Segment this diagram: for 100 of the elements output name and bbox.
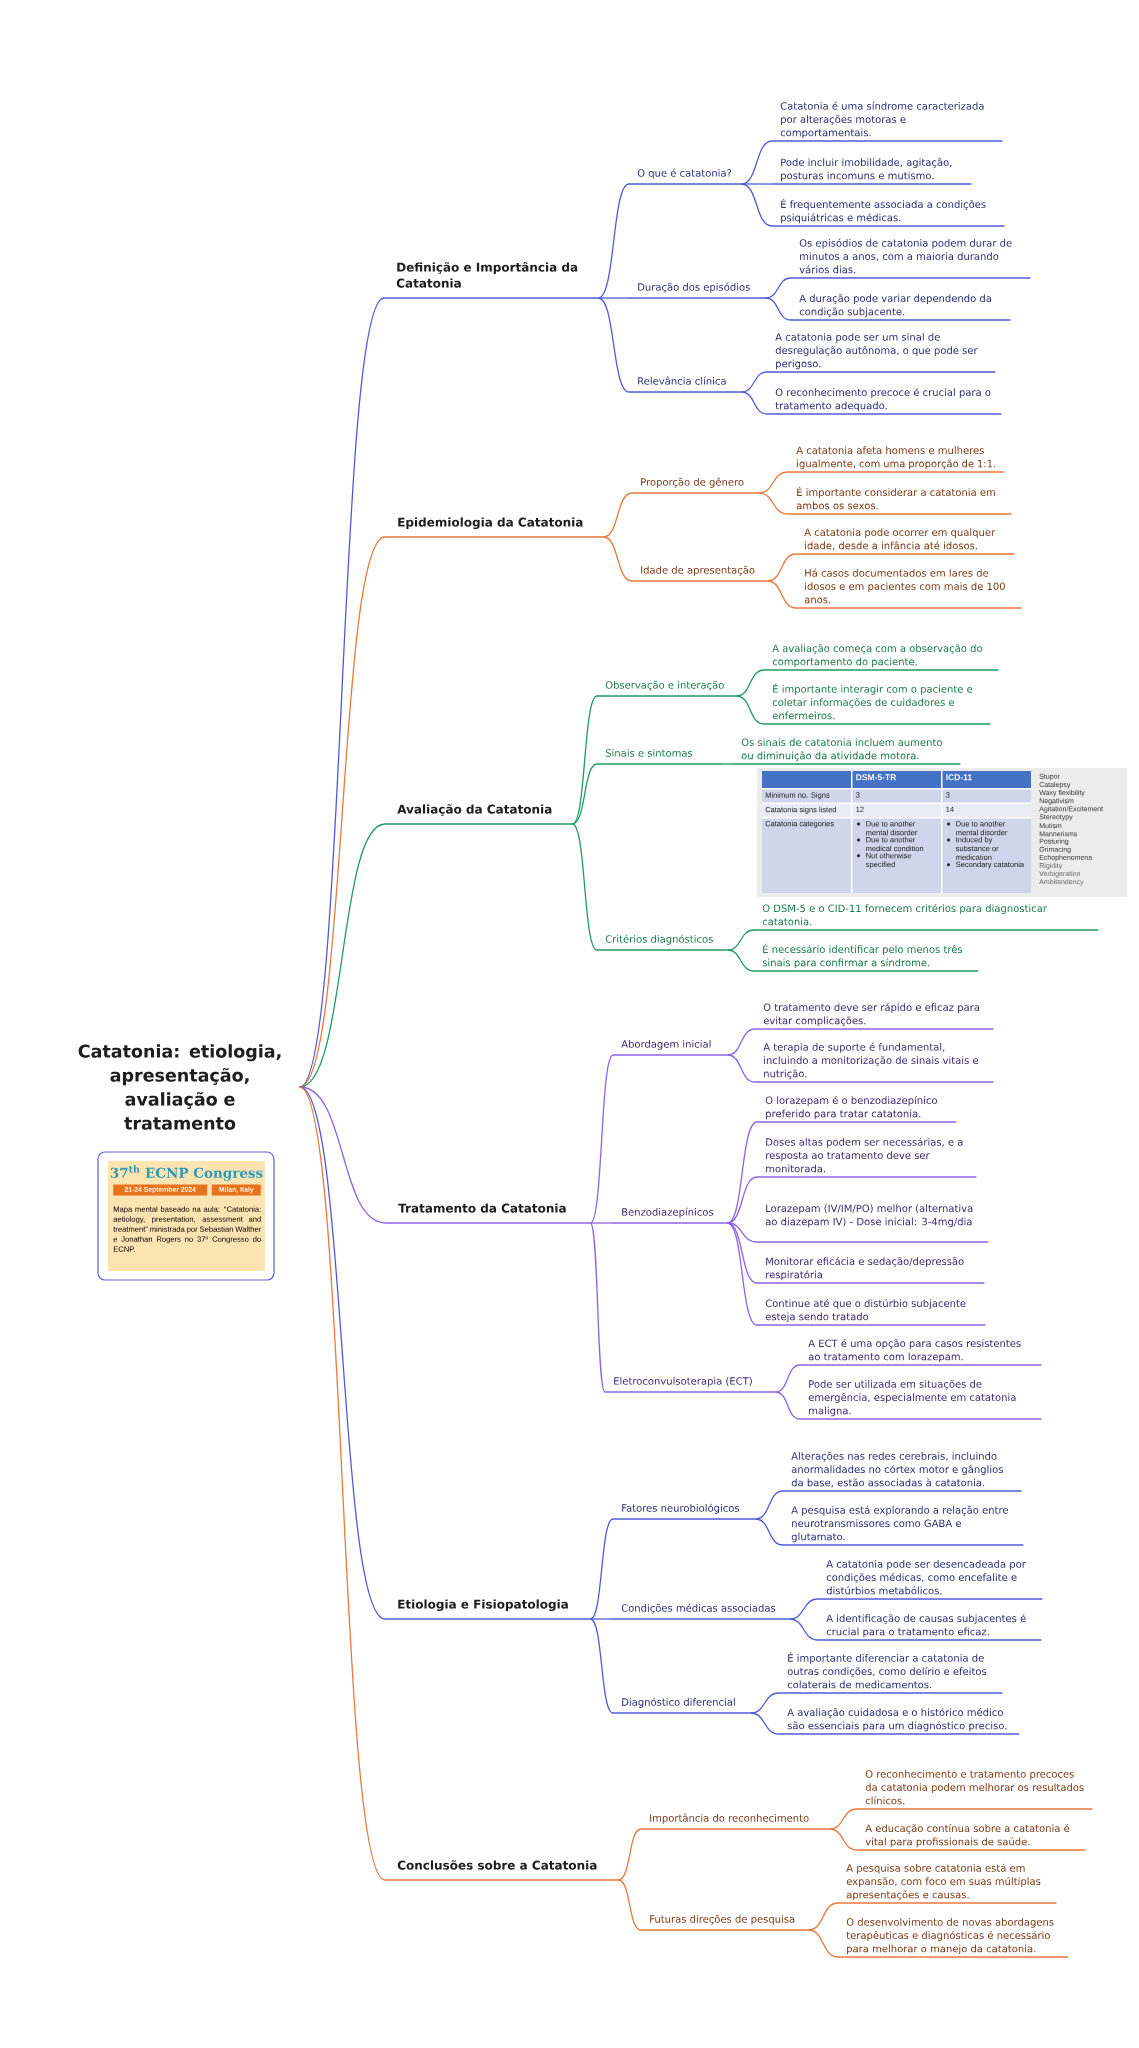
branch-line xyxy=(764,277,792,299)
branch-line xyxy=(754,1490,784,1520)
detail-topic: É importante diferenciar a catatonia de outras condições, como delírio e efeitos colaterais de medicamentos. xyxy=(778,1652,1004,1694)
subtopic: Diagnóstico diferencial xyxy=(612,1697,752,1714)
branch-line xyxy=(589,1222,606,1393)
branch-line xyxy=(740,183,773,185)
branch-line xyxy=(602,492,633,538)
subtopic: Relevância clínica xyxy=(628,376,743,393)
branch-line xyxy=(757,471,789,494)
table-header-cell: ICD-11 xyxy=(942,771,1031,788)
detail-topic: Pode ser utilizada em situações de emergência, especialmente em catatonia maligna. xyxy=(799,1379,1043,1420)
detail-topic: Pode incluir imobilidade, agitação, posturas incomuns e mutismo. xyxy=(771,158,973,185)
subtopic: Condições médicas associadas xyxy=(612,1603,791,1620)
branch-line xyxy=(735,695,765,725)
detail-topic: O reconhecimento e tratamento precoces da catatonia podem melhorar os resultados clínicos. xyxy=(856,1770,1094,1810)
detail-topic: A catatonia afeta homens e mulheres igualmente, com uma proporção de 1:1. xyxy=(787,446,1006,473)
branch-line xyxy=(726,929,755,951)
branch-line xyxy=(749,1692,780,1714)
subtopic: Critérios diagnósticos xyxy=(596,934,729,951)
main-topic: Avaliação da Catatonia xyxy=(384,804,574,825)
detail-topic: Continue até que o distúrbio subjacente esteja sendo tratado xyxy=(756,1298,987,1326)
branch-line xyxy=(589,1618,614,1714)
branch-line xyxy=(571,695,598,825)
detail-topic: Os episódios de catatonia podem durar de minutos a anos, com a maioria durando vários dias. xyxy=(790,238,1032,279)
branch-line xyxy=(766,553,797,582)
detail-topic: Há casos documentados em lares de idosos e em pacientes com mais de 100 anos. xyxy=(795,568,1023,609)
branch-line xyxy=(764,297,792,321)
main-topic: Definição e Importância da Catatonia xyxy=(383,261,600,299)
subtopic: Proporção de gênero xyxy=(631,477,760,494)
branch-line xyxy=(774,1391,801,1420)
branch-line xyxy=(571,823,598,951)
detail-topic: Alterações nas redes cerebrais, incluindo anormalidades no córtex motor e gânglios da base, estão associadas à catatonia. xyxy=(782,1451,1023,1492)
branch-line xyxy=(617,1828,642,1881)
detail-topic: Doses altas podem ser necessárias, e a resposta ao tratamento deve ser monitorada. xyxy=(756,1137,978,1178)
branch-line xyxy=(726,1222,758,1243)
subtopic: Abordagem inicial xyxy=(612,1040,729,1056)
branch-line xyxy=(726,1176,758,1224)
branch-line xyxy=(726,949,755,972)
branch-line xyxy=(299,1086,386,1881)
subtopic: Duração dos episódios xyxy=(628,282,767,299)
subtopic: Importância do reconhecimento xyxy=(640,1813,831,1830)
detail-topic: O tratamento deve ser rápido e eficaz para evitar complicações. xyxy=(754,1002,995,1030)
branch-line xyxy=(597,297,630,299)
branch-line xyxy=(735,669,765,697)
detail-topic: A catatonia pode ser um sinal de desregulação autônoma, o que pode ser perigoso. xyxy=(766,333,997,373)
main-topic: Epidemiologia da Catatonia xyxy=(384,517,605,538)
branch-line xyxy=(828,1828,858,1851)
detail-topic: A avaliação cuidadosa e o histórico médico são essenciais para um diagnóstico preciso. xyxy=(778,1707,1021,1735)
central-topic: Catatonia: etiologia, apresentação, avaliação e tratamento xyxy=(78,1044,281,1130)
branch-line xyxy=(589,1618,614,1620)
detail-topic: É necessário identificar pelo menos três sinais para confirmar a síndrome. xyxy=(753,943,980,972)
branch-line xyxy=(828,1808,858,1830)
subtopic: Idade de apresentação xyxy=(631,565,769,582)
detail-topic: O DSM-5 e o CID-11 fornecem critérios para diagnosticar catatonia. xyxy=(753,903,1100,931)
branch-line xyxy=(754,1518,784,1546)
detail-topic: Catatonia é uma síndrome caracterizada por alterações motoras e comportamentais. xyxy=(771,101,1004,142)
branch-line xyxy=(749,1712,780,1735)
branch-line xyxy=(617,1879,642,1931)
subtopic: Sinais e sintomas xyxy=(596,749,724,765)
branch-line xyxy=(726,1054,756,1083)
detail-topic: A educação contínua sobre a catatonia é vital para profissionais de saúde. xyxy=(856,1823,1087,1851)
detail-topic: A pesquisa está explorando a relação entre neurotransmissores como GABA e glutamato. xyxy=(782,1505,1025,1546)
branch-line xyxy=(597,297,630,393)
main-topic: Tratamento da Catatonia xyxy=(385,1203,592,1224)
subtopic: Futuras direções de pesquisa xyxy=(640,1914,810,1931)
subtopic: O que é catatonia? xyxy=(628,168,743,185)
branch-line xyxy=(726,1028,756,1056)
branch-line xyxy=(774,1364,801,1393)
subtopic: Benzodiazepínicos xyxy=(612,1207,729,1224)
detail-topic: Monitorar eficácia e sedação/depressão respiratória xyxy=(756,1256,986,1284)
detail-topic: A ECT é uma opção para casos resistentes ao tratamento com lorazepam. xyxy=(799,1338,1043,1366)
detail-topic: O reconhecimento precoce é crucial para o tratamento adequado. xyxy=(766,387,1003,415)
detail-topic: A avaliação começa com a observação do comportamento do paciente. xyxy=(763,644,1000,671)
branch-line xyxy=(740,183,773,227)
branch-line xyxy=(740,371,768,393)
detail-topic: A duração pode variar dependendo da condição subjacente. xyxy=(790,294,1012,321)
detail-topic: A catatonia pode ocorrer em qualquer idade, desde a infância até idosos. xyxy=(795,528,1016,555)
subtopic: Observação e interação xyxy=(596,680,738,697)
branch-line xyxy=(726,1222,758,1326)
detail-topic: A pesquisa sobre catatonia está em expansão, com foco em suas múltiplas apresentações e causas. xyxy=(837,1863,1058,1904)
branch-line xyxy=(589,1222,614,1224)
detail-topic: É frequentemente associada a condições psiquiátricas e médicas. xyxy=(771,198,1006,227)
branch-line xyxy=(602,536,633,582)
detail-topic: Os sinais de catatonia incluem aumento ou diminuição da atividade motora. xyxy=(732,738,962,765)
branch-line xyxy=(589,1054,614,1224)
branch-line xyxy=(757,492,789,515)
subtopic: Fatores neurobiológicos xyxy=(612,1503,757,1520)
branch-line xyxy=(807,1902,839,1931)
branch-line xyxy=(807,1929,839,1958)
branch-line xyxy=(788,1618,819,1641)
branch-line xyxy=(788,1598,819,1620)
main-topic: Etiologia e Fisiopatologia xyxy=(384,1599,592,1620)
branch-line xyxy=(740,391,768,415)
branch-line xyxy=(589,1518,614,1620)
branch-line xyxy=(721,763,734,765)
congress-title: 37$^{th}$ ECNP Congress xyxy=(110,1165,263,1181)
detail-topic: Lorazepam (IV/IM/PO) melhor (alternativa ao diazepam IV) - Dose inicial: 3-4mg/dia xyxy=(756,1204,990,1243)
detail-topic: A catatonia pode ser desencadeada por condições médicas, como encefalite e distúrbios metabólicos. xyxy=(817,1560,1044,1600)
detail-topic: É importante interagir com o paciente e coletar informações de cuidadores e enfermeiros. xyxy=(763,683,992,725)
table-header-cell: DSM-5-TR xyxy=(852,771,941,788)
